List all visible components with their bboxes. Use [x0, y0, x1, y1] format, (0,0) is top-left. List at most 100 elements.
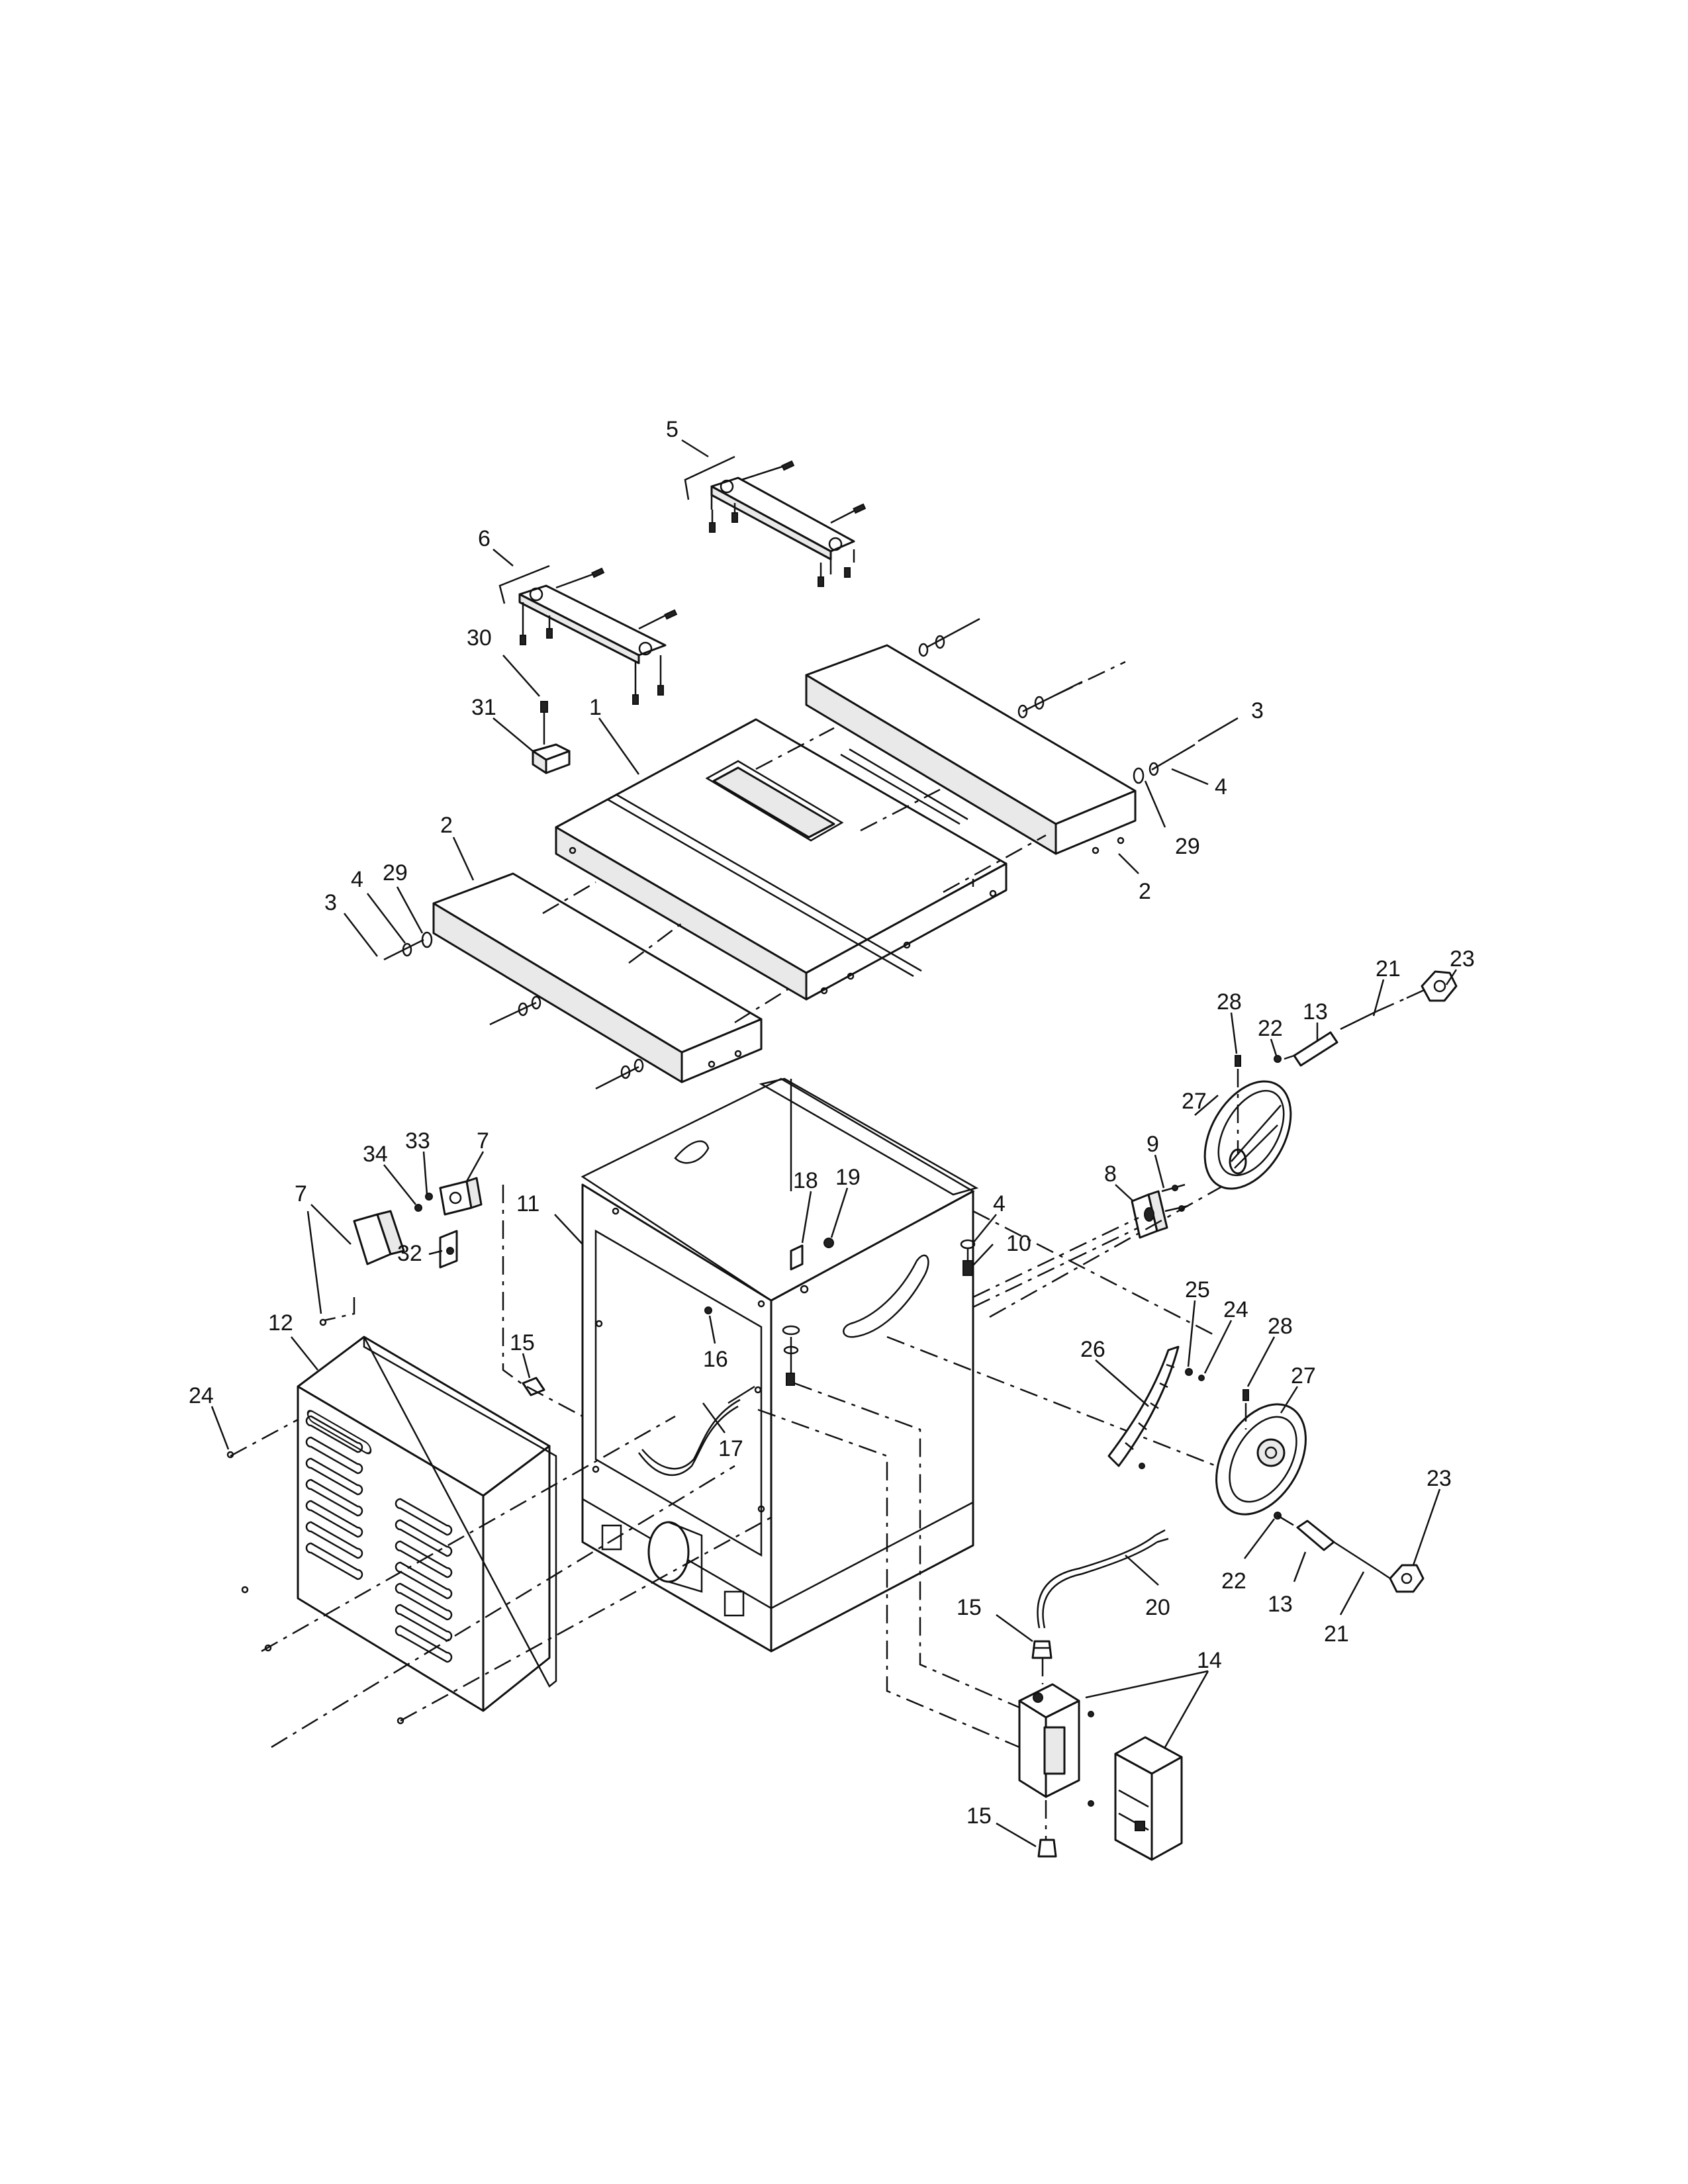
bracket-6-brace [498, 565, 550, 604]
label-10: 10 [1006, 1231, 1031, 1256]
louvers [305, 1415, 453, 1663]
label-18: 18 [793, 1168, 818, 1193]
part-20-cord [1037, 1529, 1169, 1629]
part-24-25-screws [1185, 1368, 1205, 1381]
louver-slot [395, 1625, 453, 1663]
label-1: 1 [589, 695, 602, 720]
label-32: 32 [397, 1241, 422, 1266]
label-3-left: 3 [324, 890, 337, 915]
label-19: 19 [835, 1165, 861, 1190]
part-15-fitting-upper [1031, 1640, 1053, 1659]
label-24-right: 24 [1223, 1297, 1248, 1322]
label-28-upper: 28 [1217, 989, 1242, 1015]
louver-slot [395, 1561, 453, 1600]
label-4-cabinet: 4 [993, 1191, 1006, 1216]
label-5: 5 [666, 417, 679, 442]
label-23-lower: 23 [1427, 1466, 1452, 1491]
label-3-right: 3 [1251, 698, 1264, 723]
part-9-screws [1161, 1183, 1189, 1212]
part-28-set-screw-upper [1235, 1055, 1241, 1067]
label-29-left: 29 [383, 860, 408, 886]
part-26-tilt-scale [1107, 1345, 1180, 1469]
label-17: 17 [718, 1436, 743, 1461]
part-14-switch-cover [1114, 1736, 1183, 1861]
label-33: 33 [405, 1128, 430, 1154]
label-28-lower: 28 [1268, 1314, 1293, 1339]
label-12: 12 [268, 1310, 293, 1336]
part-6-bracket [518, 567, 678, 705]
louver-slot [305, 1479, 363, 1517]
cover-louvers-left [306, 1410, 372, 1455]
label-16: 16 [703, 1347, 728, 1372]
part-22-13-21-23-upper-shaft [1274, 970, 1458, 1067]
label-13-upper: 13 [1303, 999, 1328, 1024]
louver-slot [305, 1521, 363, 1559]
louver-slot [305, 1436, 363, 1475]
louver-slot [395, 1519, 453, 1557]
part-31-block [532, 743, 571, 774]
label-9: 9 [1147, 1132, 1159, 1157]
label-14: 14 [1197, 1648, 1222, 1673]
label-8: 8 [1104, 1161, 1117, 1187]
part-30-pin [540, 701, 548, 728]
louver-slot [305, 1500, 363, 1538]
label-2-right: 2 [1139, 879, 1151, 904]
callout-labels: 5 6 30 31 1 3 4 29 2 2 3 4 29 21 23 28 2… [189, 417, 1475, 1829]
label-15-cabinet: 15 [510, 1330, 535, 1355]
label-2-left: 2 [440, 813, 453, 838]
label-27-upper: 27 [1182, 1089, 1207, 1114]
label-15-upper: 15 [957, 1595, 982, 1620]
label-22-lower: 22 [1221, 1569, 1246, 1594]
label-15-lower: 15 [966, 1803, 992, 1829]
label-25: 25 [1185, 1277, 1210, 1302]
label-30: 30 [467, 625, 492, 651]
part-7-switch-paddle [353, 1210, 405, 1265]
label-21-upper: 21 [1376, 956, 1401, 981]
louver-slot [395, 1582, 453, 1621]
part-27-handwheel-upper [1203, 1080, 1292, 1190]
label-29-right: 29 [1175, 834, 1200, 859]
louver-slot [305, 1542, 363, 1580]
part-16-18-19-hardware [704, 1238, 834, 1386]
part-7-switch-bracket [439, 1177, 483, 1269]
label-26: 26 [1080, 1337, 1105, 1362]
bracket-5-brace [684, 455, 735, 500]
label-27-lower: 27 [1291, 1363, 1316, 1388]
part-5-bracket [709, 460, 867, 587]
label-22-upper: 22 [1258, 1016, 1283, 1041]
part-8-bracket [1131, 1190, 1168, 1239]
leader-lines [211, 439, 1458, 1848]
part-15-fitting-lower [1037, 1839, 1057, 1858]
label-20: 20 [1145, 1595, 1170, 1620]
label-7-left: 7 [295, 1181, 307, 1206]
label-4-right: 4 [1215, 774, 1227, 799]
part-12-motor-cover [297, 1336, 557, 1712]
label-4-left: 4 [351, 867, 363, 892]
louver-slot [305, 1457, 363, 1496]
label-6: 6 [478, 526, 491, 551]
label-31: 31 [471, 695, 496, 720]
part-11-cabinet [581, 1077, 979, 1653]
part-27-handwheel-lower [1215, 1403, 1307, 1516]
louver-slot [395, 1498, 453, 1536]
part-10-bolt [960, 1239, 976, 1276]
label-7-right: 7 [477, 1128, 489, 1154]
label-24-left: 24 [189, 1383, 214, 1408]
part-2-left-wing [432, 872, 763, 1083]
label-34: 34 [363, 1142, 388, 1167]
label-23-upper: 23 [1450, 946, 1475, 972]
part-1-main-table [555, 718, 1008, 1001]
louver-slot [305, 1415, 363, 1453]
left-wing-bolts [383, 931, 644, 1090]
part-2-right-wing [805, 644, 1137, 855]
part-33-34-hardware [319, 1193, 433, 1326]
label-21-lower: 21 [1324, 1621, 1349, 1647]
part-14-switch-box [1018, 1683, 1094, 1807]
label-11: 11 [516, 1191, 539, 1216]
part-22-13-21-23-lower-shaft [1274, 1512, 1425, 1593]
louver-slot [395, 1540, 453, 1578]
part-15-strain-relief-top [522, 1377, 545, 1396]
part-28-set-screw-lower [1243, 1389, 1249, 1401]
label-13-lower: 13 [1268, 1592, 1293, 1617]
